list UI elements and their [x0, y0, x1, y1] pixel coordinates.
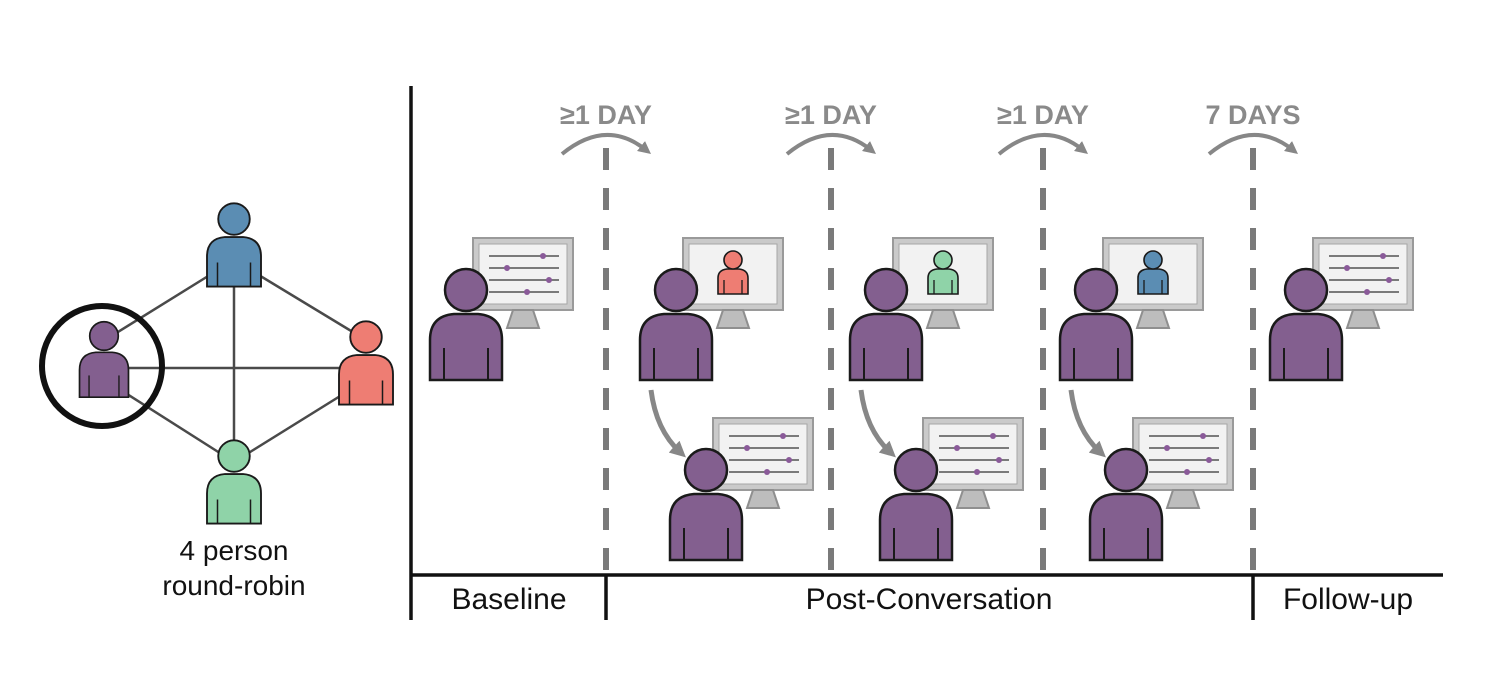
network-edges [104, 258, 367, 464]
interval-arrow-3 [997, 132, 1088, 156]
timepoint-dividers [603, 148, 1256, 572]
conversation-scene-1 [638, 237, 814, 562]
network-person-green [206, 439, 262, 525]
survey-monitor [1312, 237, 1414, 329]
network-person-self [78, 320, 130, 399]
interval-arrow-1 [560, 132, 651, 156]
video-call-monitor [682, 237, 784, 329]
survey-monitor [472, 237, 574, 329]
survey-monitor [922, 417, 1024, 509]
phase-label-follow-up: Follow-up [1283, 583, 1413, 616]
interval-arrow-2 [785, 132, 876, 156]
interval-label-3: ≥1 DAY [997, 100, 1089, 130]
interval-label-1: ≥1 DAY [560, 100, 652, 130]
phase-label-baseline: Baseline [451, 583, 566, 616]
baseline-survey-scene [428, 237, 574, 382]
network-person-blue [206, 202, 262, 288]
video-call-monitor [1102, 237, 1204, 329]
flow-arrow [648, 389, 686, 458]
phase-labels: Baseline Post-Conversation Follow-up [451, 583, 1413, 616]
interval-label-4: 7 DAYS [1205, 100, 1300, 130]
interval-arrows [560, 132, 1298, 156]
network-person-red [338, 320, 394, 406]
flow-arrow [858, 389, 896, 458]
interval-arrow-4 [1207, 132, 1298, 156]
network-caption-line2: round-robin [162, 570, 305, 601]
round-robin-network: 4 person round-robin [39, 202, 394, 601]
conversation-scene-3 [1058, 237, 1234, 562]
interval-labels: ≥1 DAY ≥1 DAY ≥1 DAY 7 DAYS [560, 100, 1300, 130]
network-caption-line1: 4 person [180, 535, 289, 566]
timeline-axes [409, 86, 1443, 620]
phase-label-post-conversation: Post-Conversation [806, 583, 1053, 616]
interval-label-2: ≥1 DAY [785, 100, 877, 130]
video-call-monitor [892, 237, 994, 329]
focal-participant-circle [39, 303, 165, 429]
flow-arrow [1068, 389, 1106, 458]
follow-up-survey-scene [1268, 237, 1414, 382]
survey-monitor [1132, 417, 1234, 509]
conversation-scene-2 [848, 237, 1024, 562]
survey-monitor [712, 417, 814, 509]
